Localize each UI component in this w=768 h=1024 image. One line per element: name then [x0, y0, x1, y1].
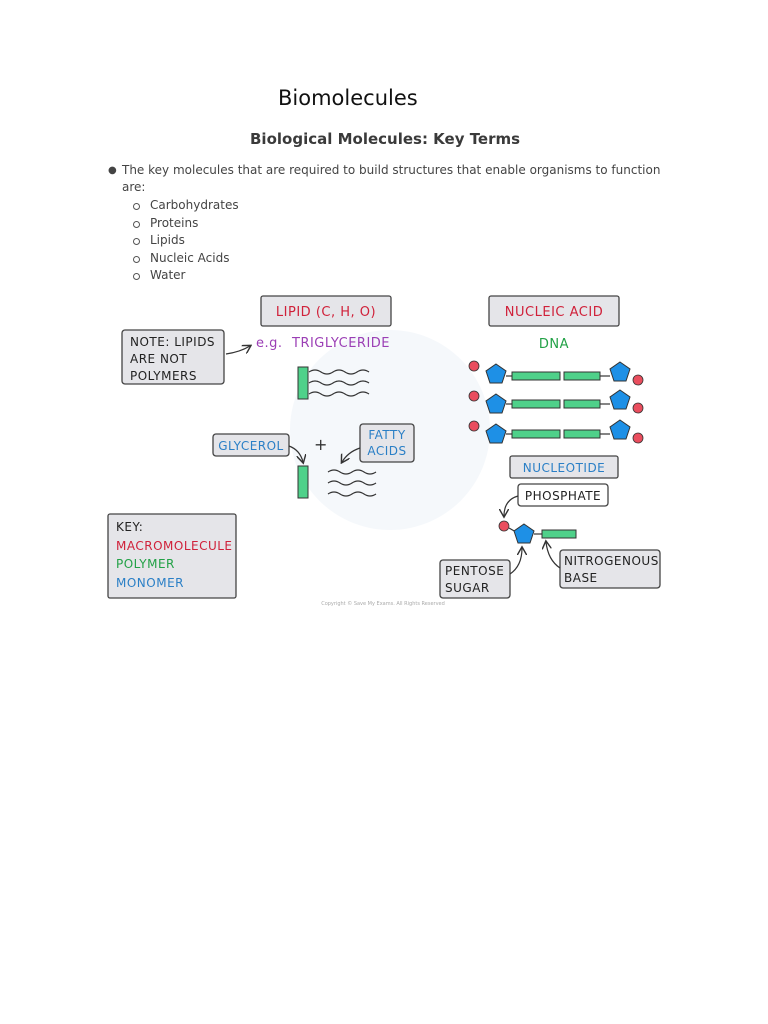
svg-text:FATTY: FATTY	[368, 428, 406, 442]
key-legend: KEY: MACROMOLECULE POLYMER MONOMER	[107, 513, 237, 599]
intro-text: The key molecules that are required to b…	[122, 163, 661, 194]
svg-text:POLYMERS: POLYMERS	[130, 369, 197, 383]
fatty-acids-arrow	[342, 447, 361, 462]
nucleotide-label: NUCLEOTIDE	[509, 455, 619, 479]
svg-text:PENTOSE: PENTOSE	[445, 564, 504, 578]
svg-text:ACIDS: ACIDS	[367, 444, 406, 458]
list-item: Lipids	[108, 232, 668, 250]
dna-strand-3	[468, 419, 644, 444]
bullet-icon: ●	[108, 165, 117, 176]
svg-text:PHOSPHATE: PHOSPHATE	[525, 489, 601, 503]
svg-text:NOTE: LIPIDS: NOTE: LIPIDS	[130, 335, 215, 349]
list-item: Nucleic Acids	[108, 250, 668, 268]
phosphate-label: PHOSPHATE	[517, 483, 609, 507]
svg-text:BASE: BASE	[564, 571, 598, 585]
glycerol-arrow	[288, 445, 303, 462]
glycerol-block	[297, 465, 309, 499]
dna-label: DNA	[539, 337, 569, 352]
list-item: Water	[108, 267, 668, 285]
note-arrow	[225, 346, 250, 355]
svg-text:MONOMER: MONOMER	[116, 576, 184, 590]
copyright-note: Copyright © Save My Exams. All Rights Re…	[321, 600, 445, 607]
dna-strand-2	[468, 389, 644, 414]
nitrogenous-base-label: NITROGENOUS BASE	[559, 549, 661, 589]
svg-text:POLYMER: POLYMER	[116, 557, 175, 571]
list-item: Proteins	[108, 215, 668, 233]
pentose-sugar-arrow	[509, 548, 522, 575]
phosphate-arrow	[504, 495, 519, 516]
fatty-acids-label: FATTY ACIDS	[359, 423, 415, 463]
svg-text:NUCLEIC ACID: NUCLEIC ACID	[505, 305, 603, 320]
svg-text:GLYCEROL: GLYCEROL	[218, 439, 284, 453]
svg-text:ARE NOT: ARE NOT	[130, 352, 187, 366]
nitrogenous-base-arrow	[546, 542, 561, 569]
eg-label: e.g.	[256, 336, 283, 351]
svg-text:KEY:: KEY:	[116, 520, 143, 534]
section-heading: Biological Molecules: Key Terms	[250, 130, 521, 148]
dna-strand-1	[468, 360, 644, 386]
intro-list: ● The key molecules that are required to…	[108, 162, 668, 285]
svg-text:NITROGENOUS: NITROGENOUS	[564, 554, 659, 568]
svg-text:LIPID (C, H, O): LIPID (C, H, O)	[276, 305, 376, 320]
molecule-list: Carbohydrates Proteins Lipids Nucleic Ac…	[108, 197, 668, 285]
svg-text:NUCLEOTIDE: NUCLEOTIDE	[523, 461, 606, 475]
plus-sign: +	[314, 435, 328, 454]
nucleotide-molecule	[498, 520, 577, 544]
list-item: Carbohydrates	[108, 197, 668, 215]
nucleic-acid-heading: NUCLEIC ACID	[488, 295, 620, 327]
triglyceride-label: TRIGLYCERIDE	[291, 336, 390, 351]
document-title: Biomolecules	[278, 86, 418, 110]
note-box: NOTE: LIPIDS ARE NOT POLYMERS	[121, 329, 225, 385]
biomolecules-diagram: LIPID (C, H, O) NOTE: LIPIDS ARE NOT POL…	[107, 295, 661, 607]
lipid-heading: LIPID (C, H, O)	[260, 295, 392, 327]
glycerol-label: GLYCEROL	[212, 433, 290, 457]
svg-text:SUGAR: SUGAR	[445, 581, 490, 595]
fatty-acid-chains	[327, 469, 377, 497]
svg-text:MACROMOLECULE: MACROMOLECULE	[116, 539, 233, 553]
pentose-sugar-label: PENTOSE SUGAR	[439, 559, 511, 599]
triglyceride-molecule	[297, 366, 370, 400]
